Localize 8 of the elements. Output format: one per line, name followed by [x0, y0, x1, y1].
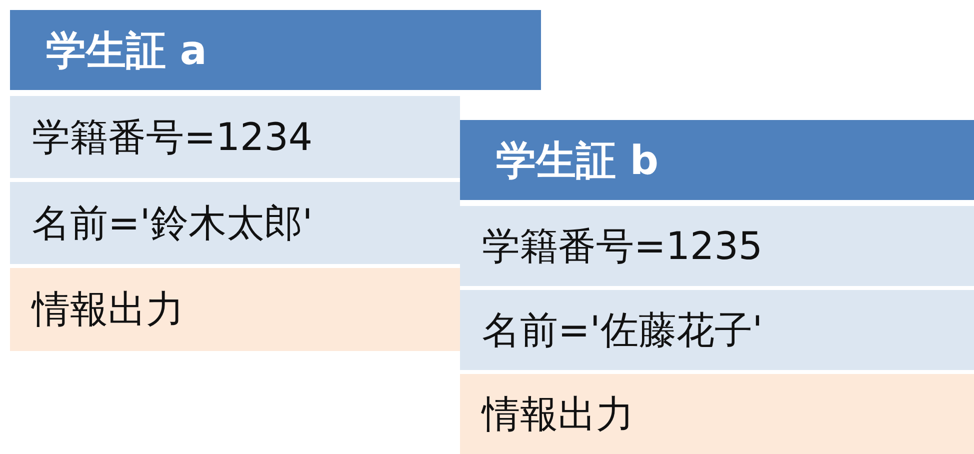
attribute-row: 名前='佐藤花子'	[460, 290, 974, 370]
attribute-row: 学籍番号=1235	[460, 206, 974, 286]
attribute-row: 名前='鈴木太郎'	[10, 182, 460, 264]
card-header: 学生証 a	[10, 10, 541, 90]
method-row: 情報出力	[460, 374, 974, 454]
card-header: 学生証 b	[460, 120, 974, 200]
method-row: 情報出力	[10, 268, 460, 351]
attribute-row: 学籍番号=1234	[10, 96, 460, 178]
